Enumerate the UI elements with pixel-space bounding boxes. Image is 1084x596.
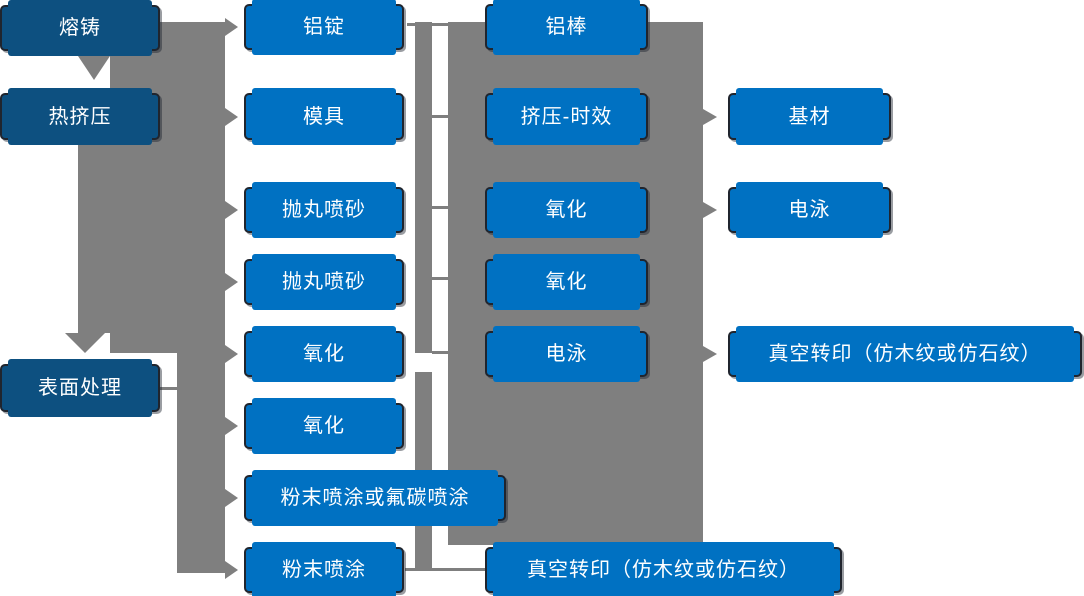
arrow-down-to-hot-extrusion-icon [78, 56, 110, 80]
node-electrophoresis-2: 电泳 [728, 182, 891, 238]
node-vacuum-transfer-print-2: 真空转印（仿木纹或仿石纹） [728, 326, 1082, 382]
arrow-right-row1-icon [225, 18, 238, 36]
arrow-right-row7-icon [225, 489, 238, 507]
link-row8-bottom [405, 568, 485, 571]
arrow-right-to-electrophoresis-icon [703, 202, 717, 218]
node-anodizing-3: 氧化 [485, 182, 648, 238]
node-vacuum-transfer-print-1: 真空转印（仿木纹或仿石纹） [485, 542, 842, 596]
node-base-material: 基材 [728, 88, 891, 145]
link-surface-treatment [160, 387, 178, 390]
arrow-right-row4-icon [225, 273, 238, 291]
link-row2 [432, 115, 448, 118]
node-shot-blasting-1: 抛丸喷砂 [244, 182, 404, 238]
arrow-down-to-surface-treatment-icon [65, 333, 105, 353]
node-mold: 模具 [244, 88, 404, 145]
node-aluminum-ingot: 铝锭 [244, 0, 404, 55]
node-melting-casting: 熔铸 [0, 0, 160, 56]
node-surface-treatment: 表面处理 [0, 359, 160, 417]
connector-left-spine [110, 22, 225, 353]
connector-left-spine-extension [78, 140, 110, 333]
node-powder-coating: 粉末喷涂 [244, 542, 404, 596]
link-row3 [432, 206, 448, 209]
connector-mid-band-upper [415, 22, 432, 353]
node-electrophoresis-1: 电泳 [485, 326, 648, 382]
node-extrusion-aging: 挤压-时效 [485, 88, 648, 145]
arrow-right-to-base-material-icon [703, 109, 717, 125]
node-anodizing-2: 氧化 [244, 398, 404, 454]
arrow-right-row6-icon [225, 417, 238, 435]
connector-left-lower-band [177, 353, 225, 573]
link-row1 [407, 23, 448, 26]
link-row4 [432, 277, 448, 280]
node-powder-or-fluorocarbon-coating: 粉末喷涂或氟碳喷涂 [244, 470, 506, 526]
node-aluminum-rod: 铝棒 [485, 0, 648, 55]
arrow-right-to-vacuum-transfer-icon [703, 346, 717, 362]
link-row5 [432, 351, 448, 354]
node-anodizing-4: 氧化 [485, 254, 648, 310]
arrow-right-row8-icon [225, 561, 238, 579]
node-anodizing-1: 氧化 [244, 326, 404, 382]
node-shot-blasting-2: 抛丸喷砂 [244, 254, 404, 310]
arrow-right-row2-icon [225, 108, 238, 126]
arrow-right-row3-icon [225, 201, 238, 219]
node-hot-extrusion: 热挤压 [0, 88, 160, 145]
arrow-right-row5-icon [225, 345, 238, 363]
